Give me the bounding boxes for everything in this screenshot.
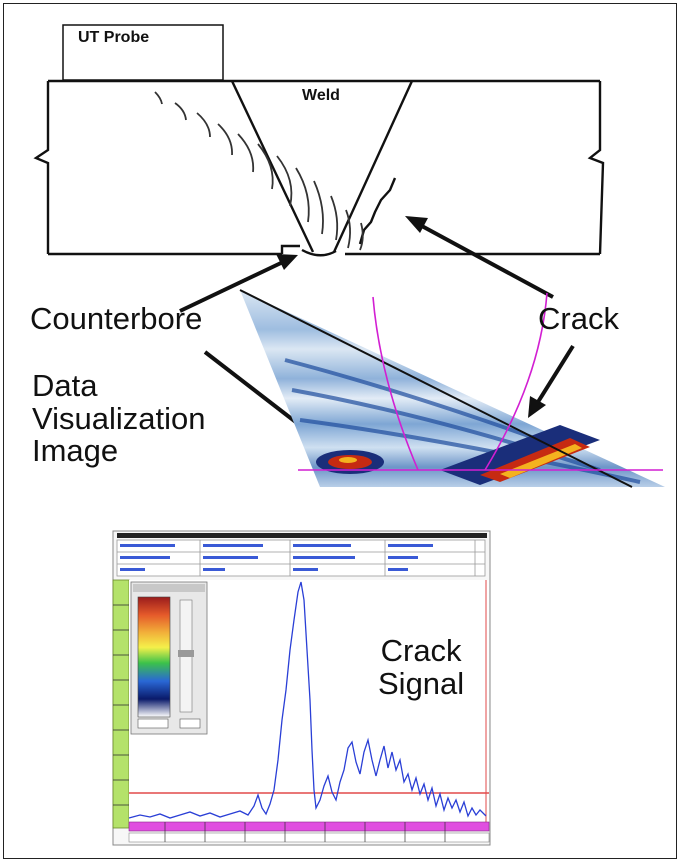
weld-label: Weld [302, 87, 340, 104]
data-visualization-label: Data Visualization Image [32, 368, 206, 469]
crack-signal-line-1: Crack [380, 633, 462, 668]
palette-icon [130, 581, 208, 735]
crack-signal-label: Crack Signal [378, 633, 465, 701]
weld-cross-section-icon [33, 79, 605, 257]
signal-trace [128, 581, 487, 819]
probe-icon [62, 24, 224, 81]
dvi-line-2: Visualization [32, 400, 206, 436]
counterbore-label: Counterbore [30, 301, 203, 336]
crack-label: Crack [538, 301, 619, 336]
scan-image-icon [239, 289, 665, 488]
crack-signal-line-2: Signal [378, 665, 465, 701]
dvi-line-1: Data [32, 368, 98, 403]
signal-chart-window [112, 530, 491, 846]
probe-label: UT Probe [78, 29, 150, 46]
sound-waves-icon [154, 91, 364, 251]
dvi-line-3: Image [32, 433, 119, 469]
